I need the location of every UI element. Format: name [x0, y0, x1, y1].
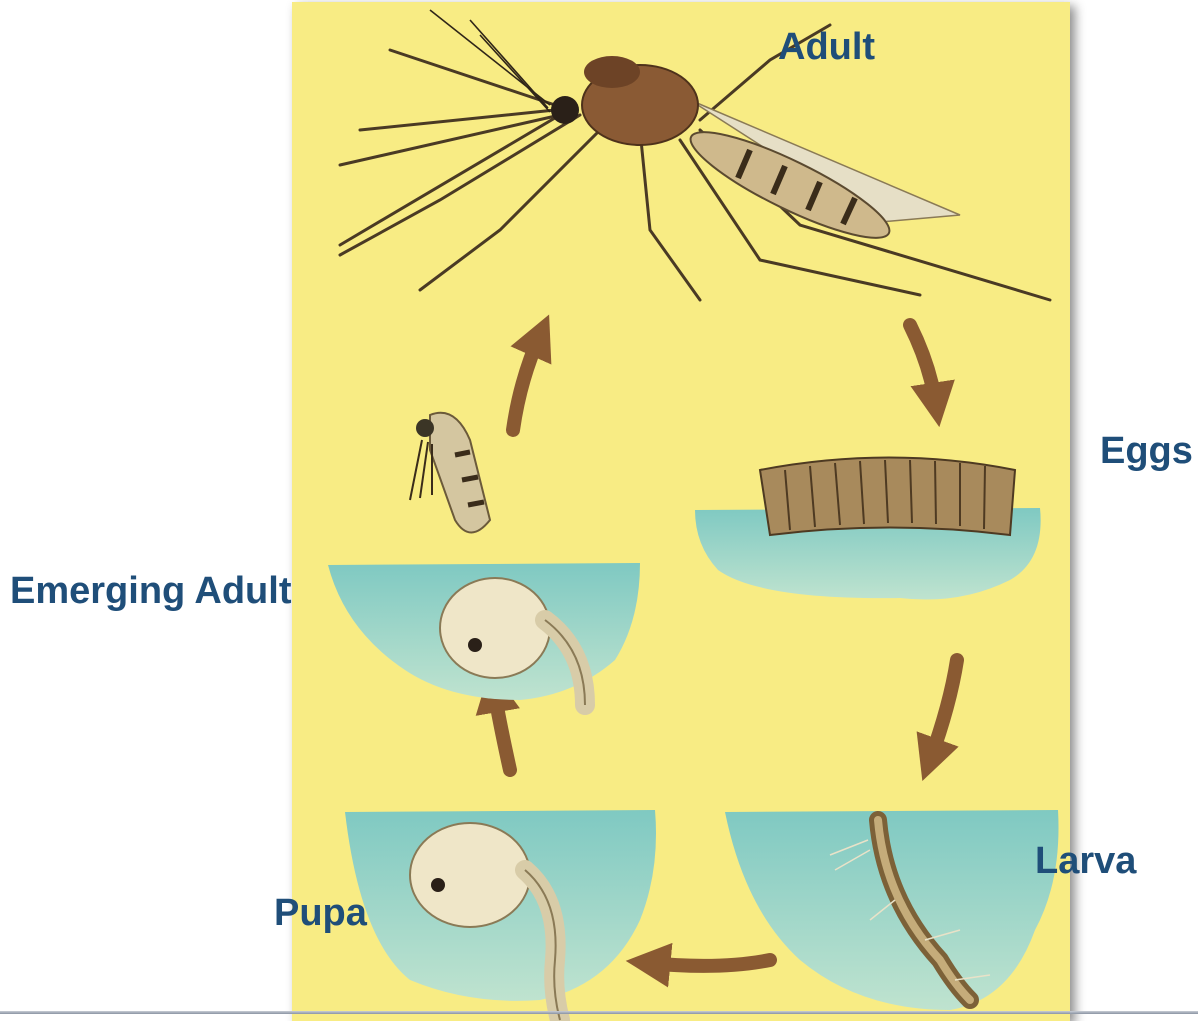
arrow-larva-to-pupa-icon — [648, 960, 770, 966]
mosquito-adult-icon — [340, 10, 1050, 300]
emerging-adult-icon — [328, 413, 640, 705]
arrow-eggs-to-larva-icon — [930, 660, 957, 760]
arrow-pupa-to-emerging-icon — [494, 690, 510, 770]
label-larva: Larva — [1035, 842, 1136, 880]
label-eggs: Eggs — [1100, 432, 1193, 470]
label-emerging-adult: Emerging Adult — [10, 572, 291, 610]
egg-raft-icon — [695, 458, 1041, 600]
label-adult: Adult — [778, 28, 875, 66]
slide-footer-rule — [0, 1011, 1198, 1014]
arrow-adult-to-eggs-icon — [910, 325, 936, 405]
arrow-emerging-to-adult-icon — [513, 335, 540, 430]
mosquito-larva-icon — [725, 810, 1059, 1010]
label-pupa: Pupa — [274, 894, 367, 932]
mosquito-pupa-icon — [345, 810, 656, 1020]
